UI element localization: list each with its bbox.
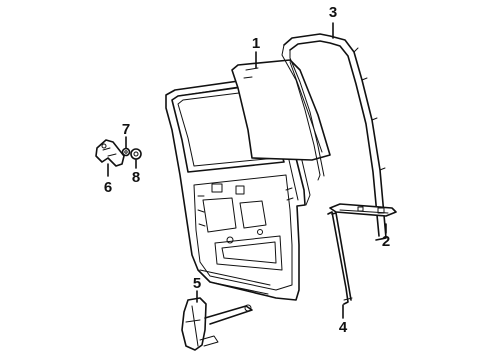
door-hinge xyxy=(95,139,125,167)
run-channel xyxy=(281,33,387,241)
callouts: 1 2 3 4 5 6 7 8 xyxy=(104,4,390,336)
callout-7: 7 xyxy=(122,121,130,138)
glass-channel-bracket xyxy=(329,203,397,217)
window-regulator xyxy=(181,297,253,351)
door-glass xyxy=(231,59,331,161)
callout-6: 6 xyxy=(104,179,112,196)
rear-run-channel xyxy=(327,211,353,305)
callout-3: 3 xyxy=(329,4,337,21)
hinge-nut xyxy=(130,148,142,160)
callout-5: 5 xyxy=(193,275,201,292)
callout-4: 4 xyxy=(339,319,348,336)
callout-2: 2 xyxy=(382,233,390,250)
callout-1: 1 xyxy=(252,35,260,52)
callout-8: 8 xyxy=(132,169,140,186)
leader-lines xyxy=(107,22,387,319)
hinge-bolt xyxy=(121,147,131,157)
